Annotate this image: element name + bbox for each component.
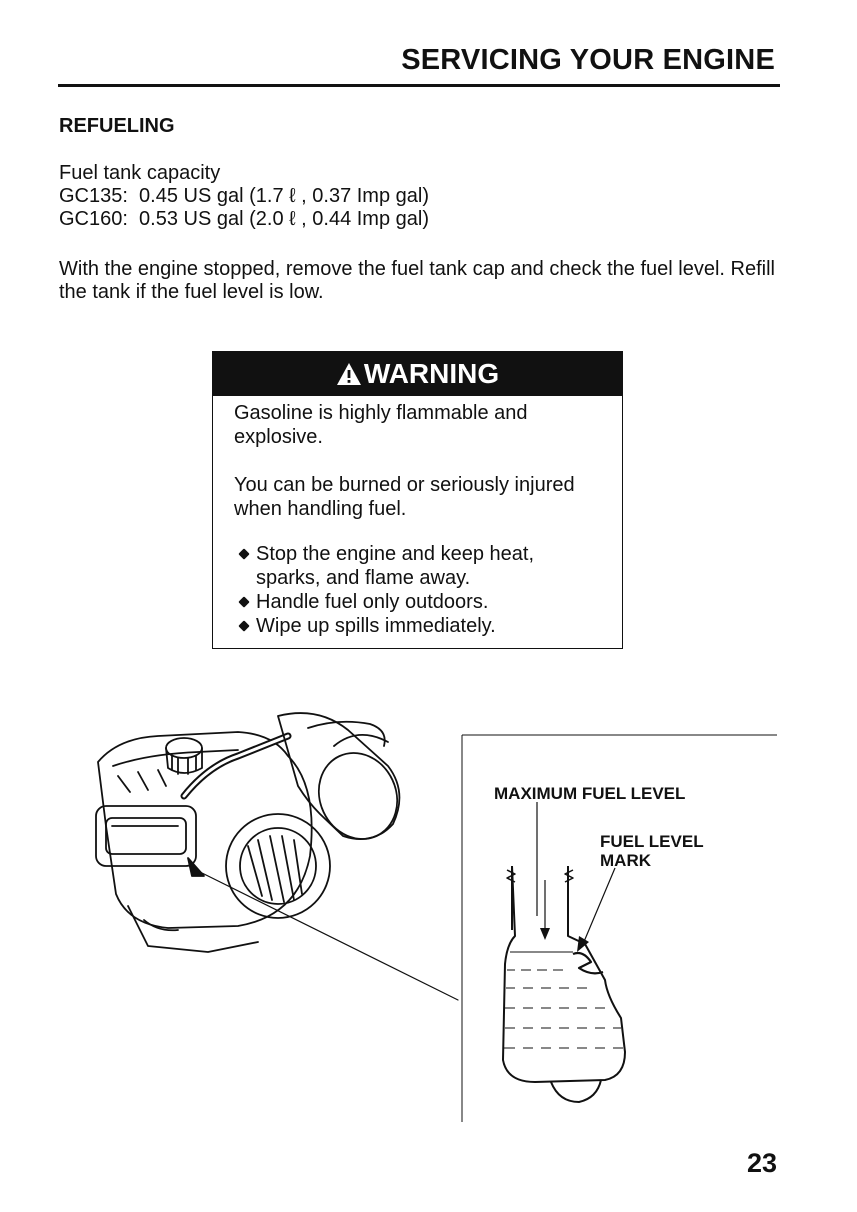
capacity-line-gc160: GC160: 0.53 US gal (2.0 ℓ , 0.44 Imp gal… [59,208,429,230]
bullet-icon [238,548,250,560]
warning-bullet-item: Wipe up spills immediately. [234,614,604,638]
max-fuel-level-label: MAXIMUM FUEL LEVEL [494,784,686,803]
capacity-line-gc135: GC135: 0.45 US gal (1.7 ℓ , 0.37 Imp gal… [59,185,429,207]
warning-title: WARNING [363,358,500,389]
warning-header: WARNING [213,351,622,396]
warning-triangle-icon [336,354,362,399]
warning-bullet-item: Stop the engine and keep heat, sparks, a… [234,542,604,590]
page-header-title: SERVICING YOUR ENGINE [401,44,775,76]
intro-paragraph: With the engine stopped, remove the fuel… [59,258,775,303]
page-number: 23 [746,1148,777,1178]
bullet-icon [238,596,250,608]
engine-refueling-illustration [95,712,459,1001]
bullet-icon [238,620,250,632]
warning-paragraph-1: Gasoline is highly flammable and explosi… [234,402,528,448]
fuel-tank-diagram [461,734,777,1122]
warning-paragraph-2: You can be burned or seriously injured w… [234,474,575,520]
section-title: REFUELING [59,115,175,137]
warning-bullet-item: Handle fuel only outdoors. [234,590,604,614]
capacity-block: Fuel tank capacity GC135: 0.45 US gal (1… [59,162,429,231]
warning-bullet-list: Stop the engine and keep heat, sparks, a… [234,542,604,638]
fuel-level-mark-label: FUEL LEVEL MARK [600,832,704,870]
capacity-label: Fuel tank capacity [59,162,221,184]
warning-box: WARNING Gasoline is highly flammable and… [212,351,623,649]
header-rule [58,84,780,87]
